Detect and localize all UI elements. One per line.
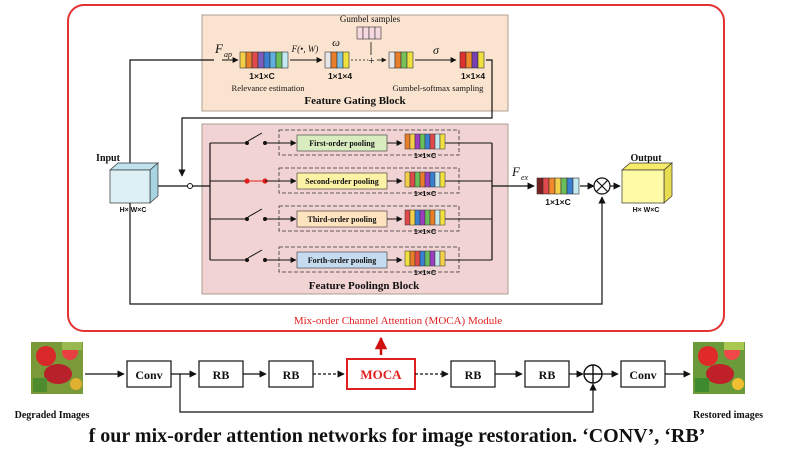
pooling-branch-second: Second-order pooling 1×1×C	[210, 167, 492, 198]
omega-symbol: ω	[332, 37, 340, 49]
sigma-output-vector	[459, 51, 485, 69]
branch-dim-forth: 1×1×C	[414, 268, 437, 277]
pooling-branch-third: Third-order pooling 1×1×C	[210, 205, 492, 236]
figure-caption: f our mix-order attention networks for i…	[88, 425, 706, 447]
moca-diagram: Mix-order Channel Attention (MOCA) Modul…	[15, 4, 763, 421]
pooling-branch-first: First-order pooling 1×1×C	[210, 129, 492, 160]
rb4-label: RB	[539, 368, 556, 382]
gating-input-vector	[239, 51, 289, 69]
gumbel-samples-label: Gumbel samples	[340, 14, 401, 24]
f-ap-subscript: ap	[224, 50, 232, 59]
rb4-block	[524, 360, 570, 388]
add-icon	[583, 364, 603, 384]
branch-label-forth: Forth-order pooling	[308, 256, 377, 265]
gating-to-switch-line	[178, 59, 493, 177]
gating-dim-c: 1×1×C	[249, 71, 275, 81]
restored-label: Restored images	[693, 410, 763, 421]
multiply-icon	[593, 177, 611, 195]
f-ex-symbol: F	[511, 164, 521, 179]
branch-vector-forth	[404, 250, 446, 267]
feature-pooling-block: Feature Poolingn Block First-order pooli…	[201, 123, 509, 295]
moca-label: MOCA	[360, 367, 402, 382]
relevance-estimation-label: Relevance estimation	[232, 83, 306, 93]
f-ap-symbol: F	[214, 41, 224, 56]
branch-vector-first	[404, 133, 446, 150]
input-junction	[187, 183, 193, 189]
branch-label-third: Third-order pooling	[308, 215, 377, 224]
rb2-block	[268, 360, 314, 388]
rb2-label: RB	[283, 368, 300, 382]
restored-image	[693, 342, 745, 394]
pooling-branch-forth: Forth-order pooling 1×1×C	[210, 246, 492, 277]
rb3-block	[450, 360, 496, 388]
branch-label-second: Second-order pooling	[305, 177, 378, 186]
rb3-label: RB	[465, 368, 482, 382]
input-to-gating-line	[129, 59, 214, 170]
pooling-block-title: Feature Poolingn Block	[309, 280, 420, 292]
output-feature-cube: Output H× W×C	[621, 153, 673, 214]
omega-vector	[324, 51, 350, 69]
gumbel-softmax-label: Gumbel-softmax sampling	[393, 83, 485, 93]
moca-module-label: Mix-order Channel Attention (MOCA) Modul…	[294, 315, 502, 327]
conv2-label: Conv	[629, 368, 656, 382]
fex-dim: 1×1×C	[545, 197, 571, 207]
omega-dim: 1×1×4	[328, 71, 352, 81]
gumbel-output-vector	[388, 51, 414, 69]
degraded-label: Degraded Images	[15, 410, 90, 421]
gumbel-samples-vector	[356, 26, 382, 40]
global-skip-line	[179, 374, 597, 413]
input-dim: H× W×C	[120, 207, 147, 214]
output-label: Output	[630, 153, 662, 164]
feature-gating-block: Feature Gating Block F ap 1×1×C Relevanc…	[201, 14, 509, 112]
degraded-image	[31, 342, 83, 394]
branch-dim-first: 1×1×C	[414, 151, 437, 160]
rb1-block	[198, 360, 244, 388]
conv1-block	[126, 360, 172, 388]
branch-dim-third: 1×1×C	[414, 227, 437, 236]
output-dim: H× W×C	[633, 207, 660, 214]
func-f-label: F(•, W)	[291, 44, 319, 54]
plus-symbol: +	[368, 53, 375, 67]
rb1-label: RB	[213, 368, 230, 382]
input-label: Input	[96, 153, 121, 164]
input-skip-line	[129, 196, 606, 305]
sigma-dim: 1×1×4	[461, 71, 485, 81]
branch-dim-second: 1×1×C	[414, 189, 437, 198]
fex-vector	[536, 177, 580, 195]
sigma-symbol: σ	[433, 43, 440, 57]
branch-label-first: First-order pooling	[309, 139, 374, 148]
conv2-block	[620, 360, 666, 388]
branch-vector-second	[404, 171, 446, 188]
gating-block-title: Feature Gating Block	[304, 95, 406, 107]
conv1-label: Conv	[135, 368, 162, 382]
f-ex-subscript: ex	[521, 173, 529, 182]
branch-vector-third	[404, 209, 446, 226]
